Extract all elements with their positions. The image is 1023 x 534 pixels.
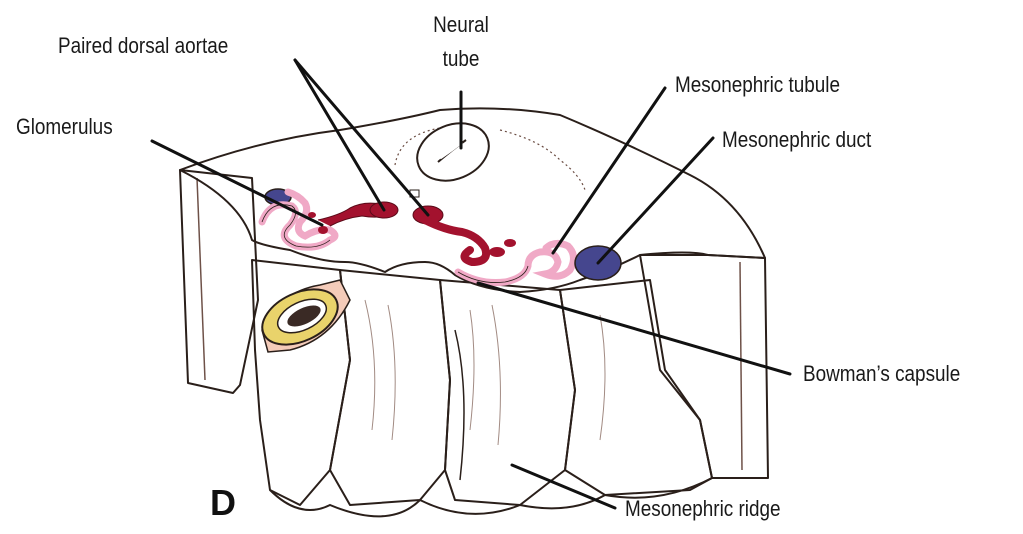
label-mesonephric-duct: Mesonephric duct xyxy=(722,128,871,153)
leader-bowmans-capsule xyxy=(478,283,790,374)
label-neural-tube-line1: Neural xyxy=(433,13,489,38)
gut-tube xyxy=(254,278,350,355)
neural-tube xyxy=(409,113,498,197)
left-wall xyxy=(180,170,258,393)
label-bowmans-capsule: Bowman’s capsule xyxy=(803,362,960,387)
leader-paired-dorsal-aortae-2 xyxy=(295,60,428,215)
panel-letter: D xyxy=(210,482,236,523)
label-glomerulus: Glomerulus xyxy=(16,115,113,140)
label-paired-dorsal-aortae: Paired dorsal aortae xyxy=(58,34,228,59)
right-wall xyxy=(640,255,768,478)
label-mesonephric-tubule: Mesonephric tubule xyxy=(675,73,840,98)
label-neural-tube-line2: tube xyxy=(443,47,480,72)
paired-dorsal-aortae xyxy=(308,202,516,262)
label-mesonephric-ridge: Mesonephric ridge xyxy=(625,497,781,522)
leader-mesonephric-tubule xyxy=(553,88,665,253)
leader-mesonephric-duct xyxy=(598,138,713,263)
